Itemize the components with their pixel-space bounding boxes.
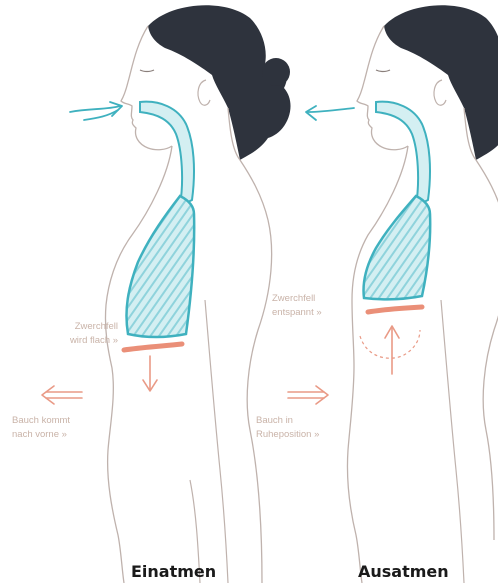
inhale-figure — [42, 5, 291, 583]
belly-label-line-2: Ruheposition » — [256, 428, 356, 442]
diaphragm-label-line-2: entspannt » — [272, 306, 372, 320]
arm-line — [205, 300, 228, 583]
diaphragm-label-line-2: wird flach » — [12, 334, 118, 348]
hair-bun — [262, 58, 290, 86]
back-outline — [483, 220, 498, 540]
belly-arrow-right-icon — [288, 386, 328, 404]
diaphragm-label-inhale: Zwerchfell wird flach » — [12, 320, 118, 348]
diaphragm-label-exhale: Zwerchfell entspannt » — [272, 292, 372, 320]
belly-label-line-1: Bauch in — [256, 414, 356, 428]
front-outline — [347, 146, 408, 583]
belly-label-line-2: nach vorne » — [12, 428, 112, 442]
air-arrow-icon — [70, 102, 122, 120]
airway — [376, 102, 430, 206]
eye — [140, 70, 154, 72]
belly-arrow-left-icon — [42, 386, 82, 404]
eye — [376, 70, 390, 72]
caption-exhale: Ausatmen — [358, 562, 449, 581]
up-arrow-icon — [385, 326, 399, 374]
diaphragm-label-line-1: Zwerchfell — [272, 292, 372, 306]
down-arrow-icon — [143, 356, 157, 391]
ear — [198, 80, 210, 105]
back-outline — [247, 220, 271, 583]
lung — [126, 196, 194, 337]
airway — [140, 102, 194, 206]
diaphragm-label-line-1: Zwerchfell — [12, 320, 118, 334]
belly-label-line-1: Bauch kommt — [12, 414, 112, 428]
diaphragm — [124, 344, 182, 350]
belly-label-inhale: Bauch kommt nach vorne » — [12, 414, 112, 442]
belly-label-exhale: Bauch in Ruheposition » — [256, 414, 356, 442]
caption-inhale: Einatmen — [131, 562, 216, 581]
diaphragm — [368, 307, 422, 312]
arm-line — [441, 300, 464, 583]
ear — [434, 80, 446, 105]
air-arrow-icon — [306, 106, 354, 120]
lung — [364, 196, 431, 299]
hair — [384, 5, 498, 160]
front-outline — [105, 146, 172, 583]
diaphragm-dome — [360, 330, 420, 358]
